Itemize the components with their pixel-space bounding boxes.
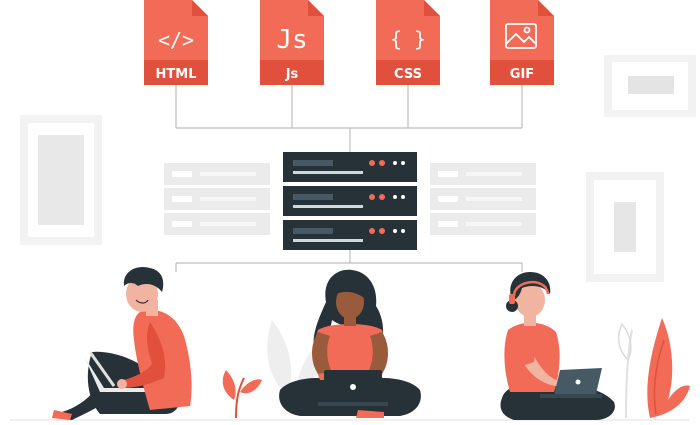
file-css-label: CSS [394,67,422,82]
file-html-glyph: </> [158,28,194,52]
file-gif-label: GIF [510,67,534,82]
person-woman-right [500,272,615,420]
person-man [52,266,192,420]
server-rack-left [164,163,270,235]
file-js: Js Js [260,0,324,85]
file-css: { } CSS [376,0,440,85]
connection-lines [175,85,523,272]
file-html: </> HTML [144,0,208,85]
file-gif: GIF [490,0,554,85]
server-main [283,152,417,250]
frame-right-top [604,55,696,117]
file-html-label: HTML [156,67,197,82]
person-woman-center [279,269,421,418]
file-js-glyph: Js [276,25,307,55]
image-icon [505,23,537,49]
plant-left [222,370,262,419]
plant-right [617,318,690,419]
file-css-glyph: { } [390,27,426,51]
file-js-label: Js [285,67,299,82]
frame-left [20,115,102,245]
server-rack-right [430,163,536,235]
frame-right [586,172,664,282]
